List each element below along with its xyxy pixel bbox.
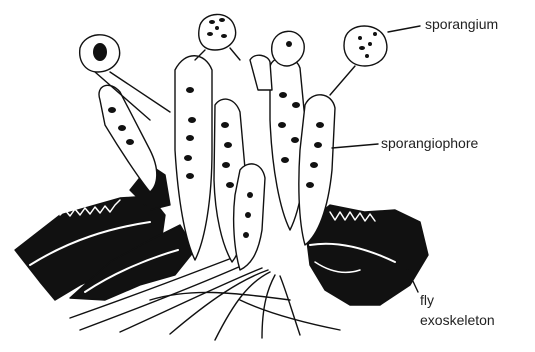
sporangium-label: sporangium xyxy=(425,16,498,33)
sporangiophore-label: sporangiophore xyxy=(381,135,478,152)
right-fly-exoskeleton xyxy=(305,205,428,305)
sporangium-leader xyxy=(388,26,420,32)
fly-label: fly xyxy=(420,292,434,309)
exoskeleton-label: exoskeleton xyxy=(420,312,495,329)
left-fly-exoskeleton xyxy=(15,165,195,300)
sporangiophore-leader xyxy=(332,144,378,148)
